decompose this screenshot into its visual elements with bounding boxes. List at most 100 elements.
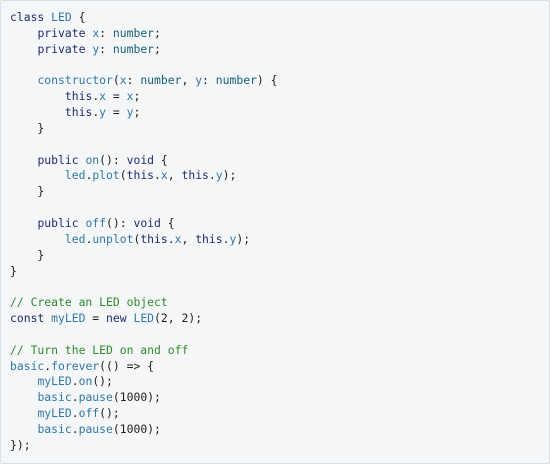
- code-identifier: x: [92, 25, 100, 40]
- code-identifier: basic: [37, 421, 72, 436]
- code-line: }: [10, 184, 278, 200]
- code-function: off: [78, 406, 100, 421]
- code-line: this.y = y;: [10, 105, 278, 121]
- code-text: :: [99, 41, 113, 56]
- code-keyword: class: [10, 10, 45, 24]
- code-function: forever: [51, 358, 100, 373]
- code-text: }: [10, 184, 45, 199]
- code-text: [10, 216, 37, 230]
- code-line: led.unplot(this.x, this.y);: [10, 232, 278, 248]
- code-line: const myLED = new LED(2, 2);: [10, 311, 278, 327]
- code-function: pause: [78, 390, 113, 405]
- code-text: [10, 406, 37, 420]
- code-line: public off(): void {: [10, 216, 278, 232]
- code-text: :: [126, 73, 141, 88]
- code-line: basic.pause(1000);: [10, 390, 278, 406]
- code-keyword: this: [64, 105, 93, 120]
- code-text: (() => {: [99, 358, 155, 373]
- code-text: .: [85, 231, 93, 246]
- code-line: class LED {: [10, 10, 278, 26]
- code-keyword: public: [37, 152, 79, 167]
- code-text: ():: [106, 215, 134, 230]
- code-text: ,: [181, 231, 196, 246]
- code-line: constructor(x: number, y: number) {: [10, 73, 278, 89]
- code-text: );: [188, 311, 203, 326]
- code-identifier: LED: [51, 10, 72, 24]
- code-line: [10, 279, 278, 295]
- code-text: });: [10, 437, 31, 452]
- code-text: :: [99, 25, 113, 40]
- code-text: {: [154, 152, 168, 167]
- code-keyword: void: [126, 152, 155, 167]
- code-function: on: [85, 152, 100, 167]
- code-text: );: [236, 231, 251, 246]
- code-function: plot: [92, 168, 120, 183]
- code-keyword: public: [37, 215, 79, 230]
- code-line: [10, 58, 278, 74]
- code-text: .: [92, 105, 100, 120]
- code-text: [10, 73, 37, 87]
- code-text: [10, 26, 37, 40]
- code-line: basic.pause(1000);: [10, 422, 278, 438]
- code-line: });: [10, 438, 278, 454]
- code-function: constructor: [37, 73, 113, 88]
- code-text: .: [154, 168, 161, 183]
- code-text: [10, 232, 65, 246]
- code-line: // Turn the LED on and off: [10, 343, 278, 359]
- code-text: [10, 374, 37, 388]
- code-text: );: [222, 168, 237, 183]
- code-keyword: private: [37, 25, 86, 40]
- code-line: public on(): void {: [10, 153, 278, 169]
- code-comment: // Turn the LED on and off: [10, 342, 189, 357]
- code-text: (: [112, 421, 120, 436]
- code-keyword: this: [126, 168, 155, 183]
- code-identifier: myLED: [37, 406, 72, 421]
- code-number: 1000: [119, 421, 148, 436]
- code-number: 1000: [119, 390, 148, 405]
- code-text: ():: [99, 152, 127, 167]
- code-identifier: x: [119, 73, 127, 88]
- code-text: [10, 105, 65, 119]
- code-keyword: this: [195, 231, 223, 246]
- code-text: );: [147, 390, 161, 405]
- code-function: pause: [78, 421, 113, 436]
- code-identifier: y: [99, 105, 107, 120]
- code-content[interactable]: class LED { private x: number; private y…: [10, 10, 278, 454]
- code-identifier: y: [229, 231, 237, 246]
- code-line: [10, 327, 278, 343]
- code-keyword: this: [64, 89, 93, 104]
- code-identifier: y: [195, 73, 203, 88]
- code-text: .: [92, 89, 100, 104]
- code-keyword: const: [10, 311, 45, 326]
- code-text: [10, 390, 37, 404]
- code-text: [10, 89, 65, 103]
- code-line: [10, 137, 278, 153]
- code-line: [10, 200, 278, 216]
- code-keyword: this: [140, 231, 168, 246]
- code-line: basic.forever(() => {: [10, 359, 278, 375]
- code-text: .: [222, 231, 230, 246]
- code-text: .: [44, 358, 52, 373]
- code-text: .: [71, 374, 79, 389]
- code-text: (: [112, 73, 120, 88]
- code-identifier: LED: [133, 311, 155, 326]
- code-type: number: [112, 41, 155, 56]
- code-text: [10, 153, 37, 167]
- code-function: unplot: [92, 231, 134, 246]
- code-identifier: y: [215, 168, 223, 183]
- code-line: myLED.off();: [10, 406, 278, 422]
- code-text: ) {: [256, 73, 278, 88]
- code-identifier: x: [160, 168, 168, 183]
- code-identifier: led: [64, 231, 86, 246]
- code-text: .: [85, 168, 93, 183]
- code-text: ;: [133, 105, 141, 120]
- code-text: }: [10, 247, 45, 262]
- code-text: =: [106, 105, 127, 120]
- code-text: .: [167, 231, 175, 246]
- code-identifier: y: [126, 105, 134, 120]
- code-identifier: myLED: [51, 311, 86, 326]
- code-keyword: private: [37, 41, 86, 56]
- code-keyword: void: [133, 215, 161, 230]
- code-text: (: [112, 390, 120, 405]
- code-text: (: [154, 311, 161, 326]
